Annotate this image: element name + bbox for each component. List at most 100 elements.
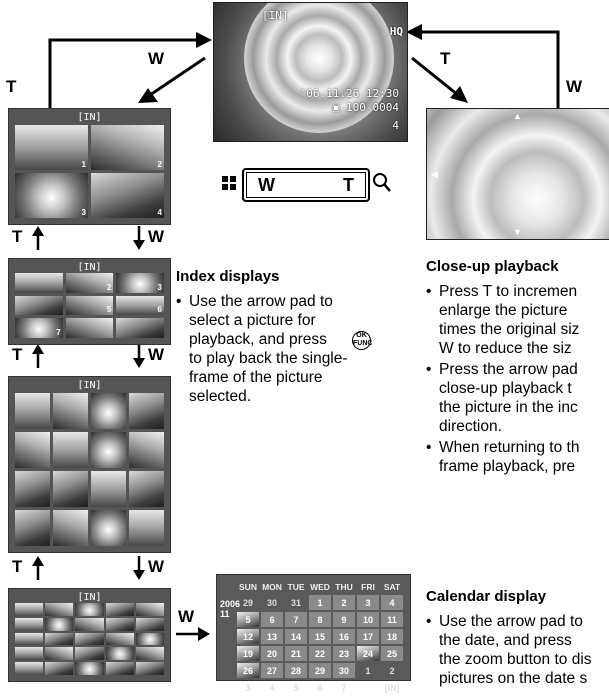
- calendar-day[interactable]: 31: [290, 597, 301, 608]
- label-t-top-right: T: [440, 49, 451, 68]
- thumbnail[interactable]: [129, 471, 164, 507]
- thumbnail[interactable]: 2: [65, 273, 114, 293]
- thumbnail[interactable]: [15, 617, 44, 631]
- thumbnail[interactable]: [135, 662, 164, 675]
- calendar-day[interactable]: 12: [237, 629, 259, 644]
- thumbnail[interactable]: [53, 510, 88, 546]
- calendar-day[interactable]: 25: [381, 646, 403, 661]
- calendar-day[interactable]: 21: [285, 646, 307, 661]
- thumbnail[interactable]: [91, 393, 126, 429]
- calendar-day[interactable]: 3: [245, 682, 251, 693]
- thumbnail[interactable]: [45, 662, 74, 675]
- thumbnail[interactable]: [53, 471, 88, 507]
- calendar-day[interactable]: 6: [317, 682, 323, 693]
- calendar-day[interactable]: 15: [309, 629, 331, 644]
- thumbnail[interactable]: 4: [91, 173, 164, 218]
- thumbnail[interactable]: [15, 662, 44, 675]
- thumbnail[interactable]: [105, 632, 134, 646]
- calendar-day[interactable]: 20: [261, 646, 283, 661]
- thumbnail[interactable]: [135, 647, 164, 661]
- calendar-day[interactable]: 9: [333, 612, 355, 627]
- calendar-day[interactable]: 4: [269, 682, 275, 693]
- thumbnail[interactable]: [135, 603, 164, 616]
- thumbnail[interactable]: [65, 318, 114, 338]
- thumbnail[interactable]: [75, 662, 104, 675]
- calendar-day[interactable]: 5: [237, 612, 259, 627]
- thumbnail[interactable]: [15, 647, 44, 661]
- thumbnail[interactable]: 3: [116, 273, 164, 293]
- thumbnail[interactable]: [105, 617, 134, 631]
- thumbnail[interactable]: 1: [15, 125, 88, 170]
- thumbnail[interactable]: [15, 273, 63, 293]
- calendar-day[interactable]: 30: [266, 597, 277, 608]
- thumbnail[interactable]: 6: [116, 295, 164, 316]
- thumbnail[interactable]: [15, 510, 50, 546]
- calendar-day[interactable]: 29: [309, 663, 331, 678]
- calendar-day[interactable]: 6: [261, 612, 283, 627]
- thumbnail[interactable]: [15, 393, 50, 429]
- thumbnail[interactable]: [45, 617, 74, 631]
- calendar-day[interactable]: 17: [357, 629, 379, 644]
- thumbnail[interactable]: [15, 471, 50, 507]
- calendar-day[interactable]: 28: [285, 663, 307, 678]
- calendar-day[interactable]: 4: [381, 595, 403, 610]
- calendar-day[interactable]: 30: [333, 663, 355, 678]
- calendar-day[interactable]: 10: [357, 612, 379, 627]
- calendar-day[interactable]: 11: [381, 612, 403, 627]
- thumbnail[interactable]: [53, 432, 88, 468]
- thumbnail[interactable]: [45, 647, 74, 661]
- thumbnail[interactable]: [91, 471, 126, 507]
- calendar-day[interactable]: 14: [285, 629, 307, 644]
- thumbnail[interactable]: [91, 432, 126, 468]
- calendar-day[interactable]: [357, 680, 379, 695]
- calendar-day[interactable]: 8: [309, 612, 331, 627]
- calendar-day[interactable]: 29: [242, 597, 253, 608]
- calendar-day[interactable]: 7: [285, 612, 307, 627]
- thumbnail[interactable]: [15, 632, 44, 646]
- thumbnail[interactable]: [75, 617, 104, 631]
- calendar-day[interactable]: 2: [389, 665, 395, 676]
- calendar-day[interactable]: 24: [357, 646, 379, 661]
- thumbnail[interactable]: [135, 632, 164, 646]
- thumbnail[interactable]: [129, 510, 164, 546]
- memory-tag: [IN]: [384, 682, 400, 693]
- thumbnail[interactable]: [105, 662, 134, 675]
- thumbnail[interactable]: [75, 632, 104, 646]
- thumbnail[interactable]: [129, 432, 164, 468]
- thumbnail[interactable]: [75, 647, 104, 661]
- thumbnail[interactable]: [53, 393, 88, 429]
- calendar-day[interactable]: 1: [309, 595, 331, 610]
- thumbnail[interactable]: [75, 603, 104, 616]
- thumbnail[interactable]: 5: [65, 295, 114, 316]
- thumbnail[interactable]: 2: [91, 125, 164, 170]
- thumbnail[interactable]: [15, 603, 44, 616]
- calendar-day[interactable]: 2: [333, 595, 355, 610]
- memory-tag: [IN]: [77, 380, 102, 391]
- thumbnail[interactable]: [15, 295, 63, 316]
- calendar-day[interactable]: 23: [333, 646, 355, 661]
- thumbnail[interactable]: [129, 393, 164, 429]
- thumbnail[interactable]: [45, 603, 74, 616]
- calendar-day[interactable]: 1: [365, 665, 371, 676]
- calendar-day[interactable]: 18: [381, 629, 403, 644]
- thumbnail[interactable]: 7: [15, 318, 63, 338]
- thumbnail[interactable]: [105, 647, 134, 661]
- calendar-day[interactable]: 27: [261, 663, 283, 678]
- thumbnail[interactable]: [15, 432, 50, 468]
- label-w-row3: W: [148, 557, 165, 576]
- thumbnail[interactable]: 3: [15, 173, 88, 218]
- calendar-day[interactable]: 26: [237, 663, 259, 678]
- calendar-day[interactable]: 13: [261, 629, 283, 644]
- thumbnail[interactable]: [91, 510, 126, 546]
- calendar-day[interactable]: 5: [293, 682, 299, 693]
- thumbnail[interactable]: [45, 632, 74, 646]
- calendar-day[interactable]: 7: [341, 682, 347, 693]
- thumbnail[interactable]: [135, 617, 164, 631]
- calendar-day[interactable]: 16: [333, 629, 355, 644]
- thumbnail[interactable]: [105, 603, 134, 616]
- calendar-day[interactable]: 19: [237, 646, 259, 661]
- calendar-day[interactable]: 22: [309, 646, 331, 661]
- calendar-day[interactable]: 3: [357, 595, 379, 610]
- thumbnail[interactable]: [116, 318, 164, 338]
